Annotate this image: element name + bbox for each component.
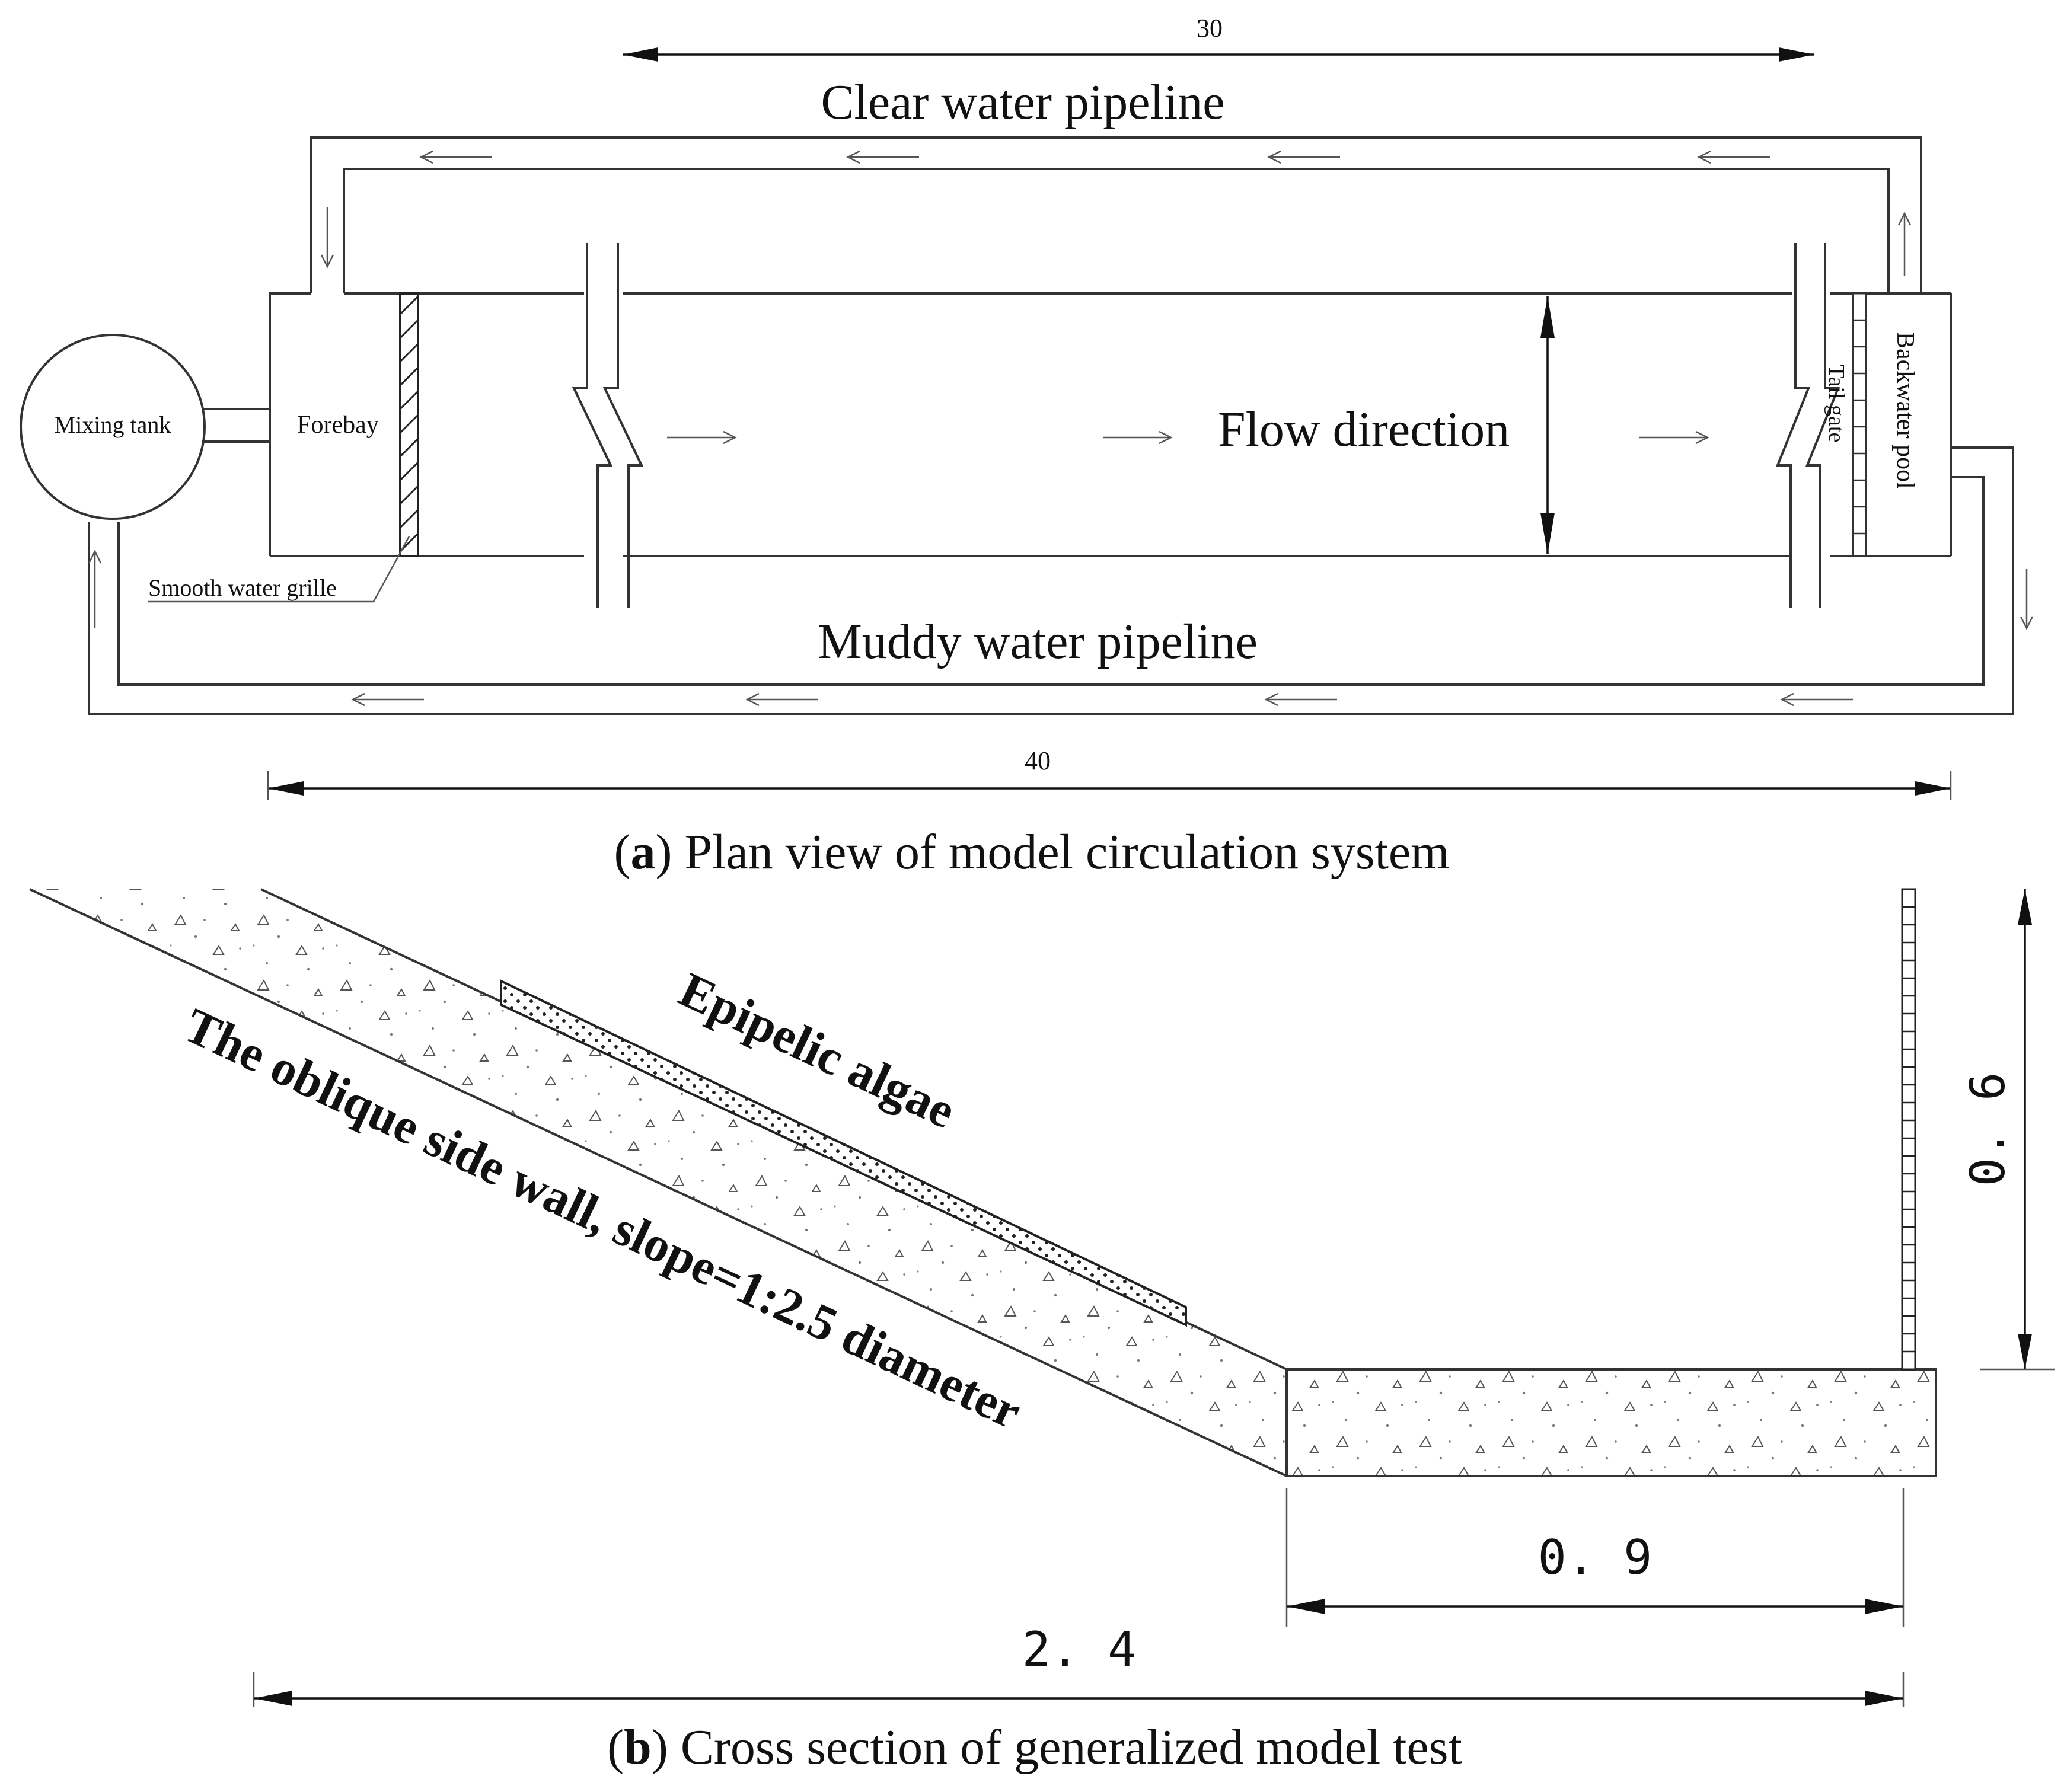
dimension-40-label: 40 [1025,746,1051,775]
pipe-arrow-down [320,207,334,269]
dimension-40: 40 [267,746,1952,800]
pipe-arrow-left [745,692,818,707]
flow-arrow-3 [1639,430,1709,445]
caption-b: (b) Cross section of generalized model t… [607,1720,1462,1775]
backwater-pool-label: Backwater pool [1891,332,1919,489]
dimension-0-6: 0. 6 [1960,889,2055,1371]
dimension-0-6-label: 0. 6 [1960,1072,2015,1187]
tail-gate-label: Tail gate [1824,365,1849,442]
pipe-arrow-down [2020,569,2034,630]
dimension-30: 30 [623,14,1814,62]
panel-a-plan-view: 30 Clear water pipeline [20,14,2034,880]
pipe-arrow-left [1697,150,1770,164]
pipe-arrow-left [846,150,919,164]
mixing-tank: Mixing tank [20,334,270,520]
pipe-arrow-up [1897,212,1912,276]
muddy-water-pipeline-label: Muddy water pipeline [818,614,1258,669]
clear-water-pipeline [310,136,1922,293]
pipe-arrow-left [1780,692,1853,707]
caption-b-text: Cross section of generalized model test [668,1720,1462,1775]
mixing-tank-label: Mixing tank [55,411,171,438]
flume [269,292,1952,557]
smooth-water-grille [399,292,419,557]
muddy-water-pipeline [88,446,2014,715]
water-gauge [1901,888,1916,1371]
dimension-30-label: 30 [1197,14,1223,43]
pipe-arrow-left [351,692,424,707]
flow-direction-label: Flow direction [1218,402,1510,457]
muddy-pipe-arrows [88,550,2034,707]
oblique-side-wall [29,888,1287,1477]
flume-width-arrow [1540,296,1555,554]
panel-b-cross-section: Epipelic algae The oblique side wall, sl… [29,888,2055,1775]
pipe-arrow-left [1267,150,1340,164]
forebay-label: Forebay [297,411,379,439]
pipe-arrow-left [419,150,492,164]
caption-a: (a) Plan view of model circulation syste… [614,825,1449,880]
tail-gate [1852,292,1867,557]
pipe-arrow-up [88,550,102,628]
break-symbol-left [572,243,644,611]
break-symbol-right [1776,243,1840,611]
clear-pipe-arrows [320,150,1912,276]
grille-callout: Smooth water grille [148,536,410,603]
flow-arrow-2 [1103,430,1173,445]
dimension-2-4: 2. 4 [253,1622,1905,1707]
dimension-0-9: 0. 9 [1285,1488,1905,1627]
flow-direction: Flow direction [667,296,1709,554]
flow-arrow-1 [667,430,737,445]
bottom-slab [1285,1368,1937,1477]
caption-a-label: a [630,825,655,880]
caption-b-label: b [624,1720,652,1775]
clear-water-pipeline-label: Clear water pipeline [821,75,1224,130]
smooth-water-grille-label: Smooth water grille [148,574,337,601]
dimension-2-4-label: 2. 4 [1022,1622,1137,1677]
dimension-0-9-label: 0. 9 [1538,1530,1653,1585]
epipelic-algae-layer [500,979,1187,1327]
caption-a-text: Plan view of model circulation system [672,825,1449,880]
pipe-arrow-left [1264,692,1337,707]
